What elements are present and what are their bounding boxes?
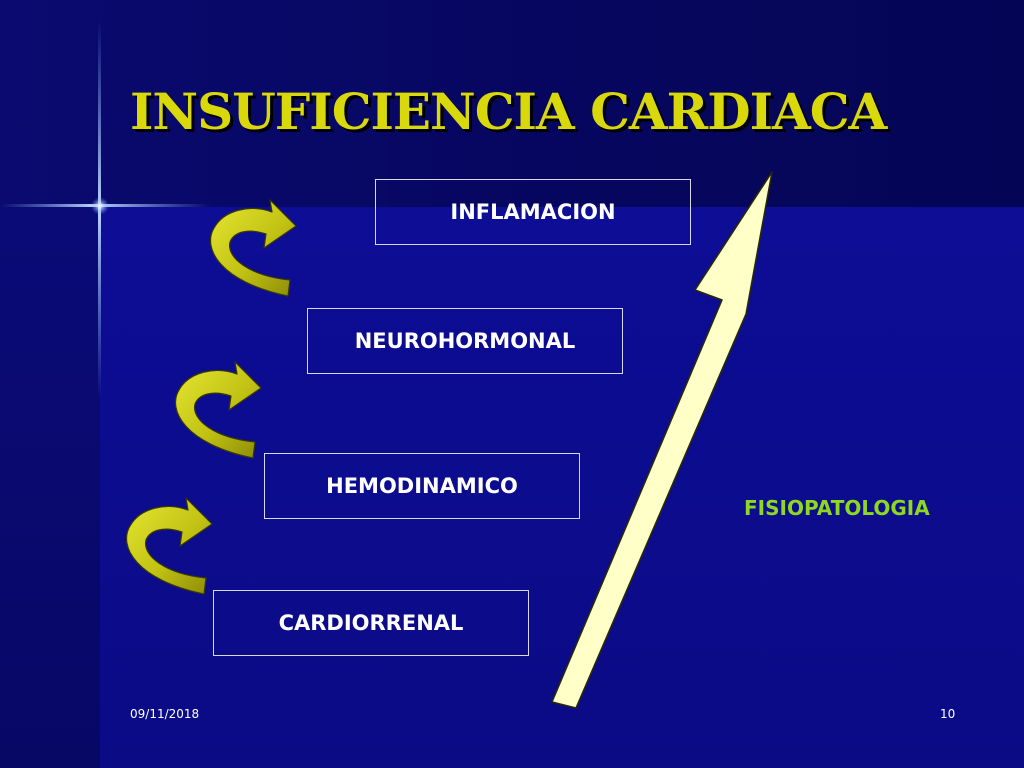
footer-page-number: 10 [940,707,956,721]
content-area [100,207,1024,768]
curved-arrow-icon [209,199,297,297]
level-box-cardiorrenal: CARDIORRENAL [213,590,529,656]
level-label: CARDIORRENAL [278,611,464,635]
level-box-neurohormonal: NEUROHORMONAL [307,308,623,374]
level-box-inflamacion: INFLAMACION [375,179,691,245]
level-label: HEMODINAMICO [326,474,518,498]
footer-date: 09/11/2018 [130,707,200,721]
slide-title: INSUFICIENCIA CARDIACA [130,82,887,141]
level-box-hemodinamico: HEMODINAMICO [264,453,580,519]
header-band [0,0,1024,207]
level-label: INFLAMACION [450,200,616,224]
curved-arrow-icon [174,361,262,459]
level-label: NEUROHORMONAL [354,329,576,353]
curved-arrow-icon [125,497,213,595]
left-band [0,207,100,768]
side-label-fisiopatologia: FISIOPATOLOGIA [744,496,930,520]
up-arrow-icon [551,171,773,709]
